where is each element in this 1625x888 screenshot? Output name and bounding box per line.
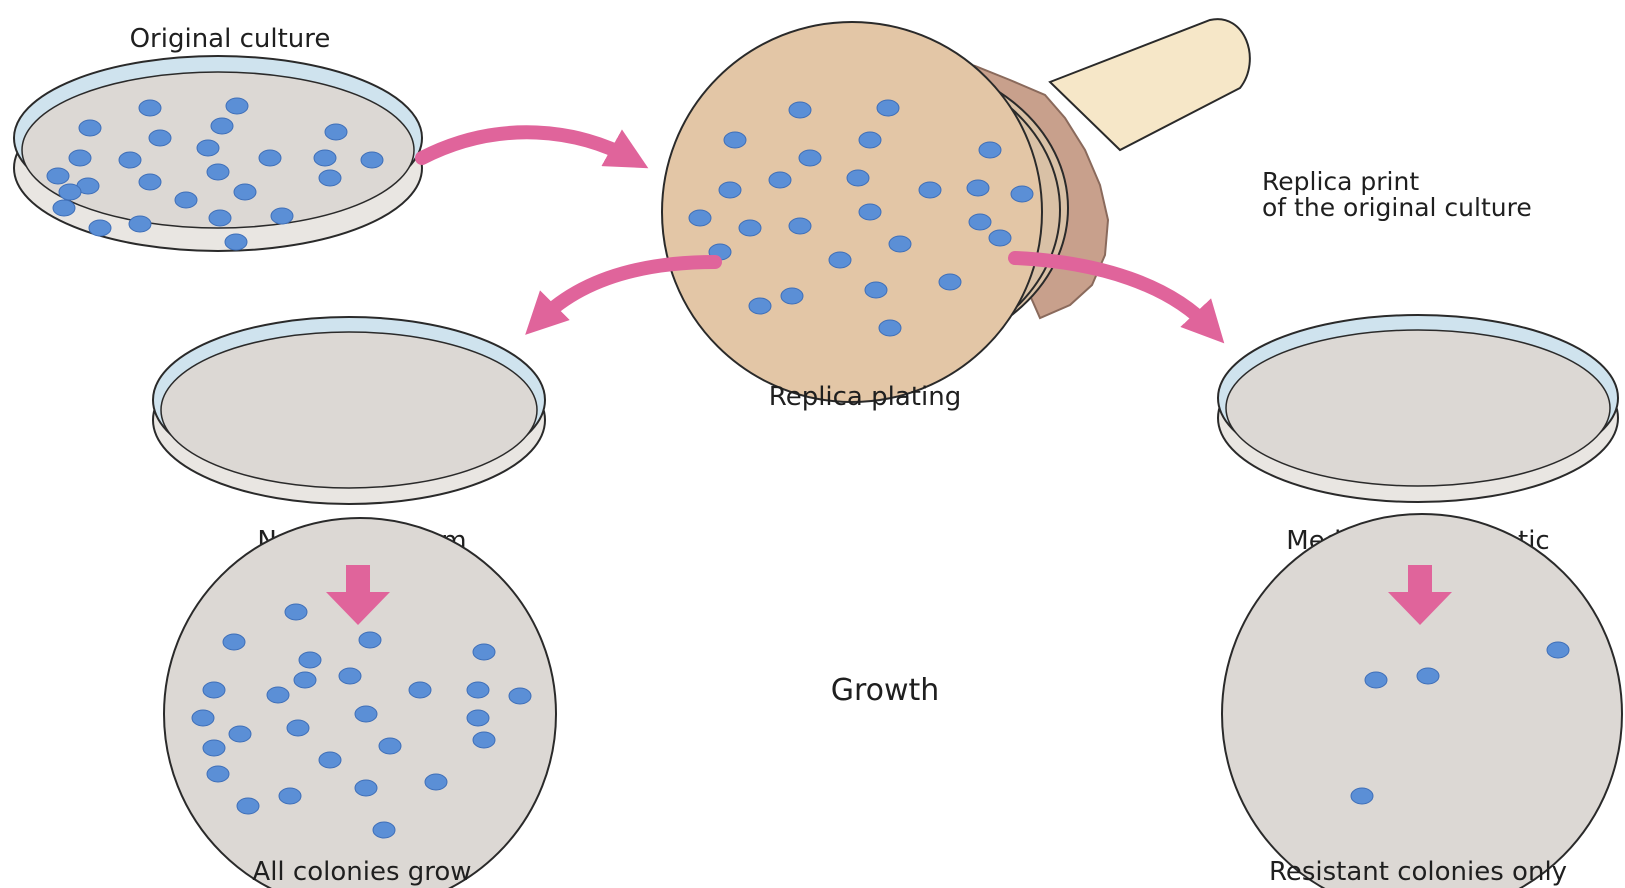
label-all-colonies-grow: All colonies grow	[252, 857, 471, 887]
colony-icon	[473, 732, 495, 748]
colony-icon	[373, 822, 395, 838]
colony-icon	[149, 130, 171, 146]
colony-icon	[689, 210, 711, 226]
label-replica-plating: Replica plating	[769, 382, 961, 412]
original-culture-dish	[14, 56, 422, 251]
colony-icon	[769, 172, 791, 188]
colony-icon	[919, 182, 941, 198]
colony-icon	[473, 644, 495, 660]
colony-icon	[139, 100, 161, 116]
colony-icon	[969, 214, 991, 230]
colony-icon	[79, 120, 101, 136]
colony-icon	[847, 170, 869, 186]
colony-icon	[89, 220, 111, 236]
colony-icon	[467, 710, 489, 726]
colony-icon	[209, 210, 231, 226]
colony-icon	[279, 788, 301, 804]
colony-icon	[355, 780, 377, 796]
normal-medium-dish	[153, 317, 545, 504]
colony-icon	[192, 710, 214, 726]
colony-icon	[939, 274, 961, 290]
colony-icon	[355, 706, 377, 722]
colony-icon	[207, 164, 229, 180]
colony-icon	[237, 798, 259, 814]
colony-icon	[325, 124, 347, 140]
colony-icon	[379, 738, 401, 754]
colony-icon	[197, 140, 219, 156]
colony-icon	[724, 132, 746, 148]
colony-icon	[319, 170, 341, 186]
colony-icon	[1417, 668, 1439, 684]
colony-icon	[359, 632, 381, 648]
colony-icon	[47, 168, 69, 184]
colony-icon	[119, 152, 141, 168]
colony-icon	[989, 230, 1011, 246]
colony-icon	[889, 236, 911, 252]
colony-icon	[361, 152, 383, 168]
colony-icon	[789, 102, 811, 118]
colony-icon	[829, 252, 851, 268]
colony-icon	[719, 182, 741, 198]
colony-icon	[749, 298, 771, 314]
colony-icon	[314, 150, 336, 166]
label-original-culture: Original culture	[130, 24, 331, 54]
colony-icon	[203, 682, 225, 698]
colony-icon	[409, 682, 431, 698]
colony-icon	[234, 184, 256, 200]
antibiotic-medium-dish	[1218, 315, 1618, 502]
colony-icon	[259, 150, 281, 166]
colony-icon	[129, 216, 151, 232]
colony-icon	[226, 98, 248, 114]
stamp-handle	[1050, 19, 1250, 150]
colony-icon	[319, 752, 341, 768]
colony-icon	[287, 720, 309, 736]
colony-icon	[267, 687, 289, 703]
colony-icon	[967, 180, 989, 196]
colony-icon	[425, 774, 447, 790]
colony-icon	[509, 688, 531, 704]
colony-icon	[859, 204, 881, 220]
label-growth: Growth	[831, 673, 940, 708]
colony-icon	[781, 288, 803, 304]
label-replica-print-1: Replica print	[1262, 167, 1419, 196]
colony-icon	[299, 652, 321, 668]
velvet-stamp	[662, 19, 1250, 402]
colony-icon	[859, 132, 881, 148]
colony-icon	[294, 672, 316, 688]
colony-icon	[59, 184, 81, 200]
colony-icon	[223, 634, 245, 650]
colony-icon	[865, 282, 887, 298]
colony-icon	[799, 150, 821, 166]
colony-icon	[139, 174, 161, 190]
colony-icon	[271, 208, 293, 224]
colony-icon	[467, 682, 489, 698]
colony-icon	[225, 234, 247, 250]
colony-icon	[211, 118, 233, 134]
arrow-to-stamp	[422, 132, 630, 158]
colony-icon	[789, 218, 811, 234]
colony-icon	[877, 100, 899, 116]
colony-icon	[739, 220, 761, 236]
colony-icon	[1011, 186, 1033, 202]
colony-icon	[1351, 788, 1373, 804]
colony-icon	[203, 740, 225, 756]
colony-icon	[339, 668, 361, 684]
colony-icon	[53, 200, 75, 216]
colony-icon	[979, 142, 1001, 158]
colony-icon	[1365, 672, 1387, 688]
colony-icon	[879, 320, 901, 336]
colony-icon	[285, 604, 307, 620]
colony-icon	[69, 150, 91, 166]
colony-icon	[175, 192, 197, 208]
label-replica-print-2: of the original culture	[1262, 193, 1532, 222]
colony-icon	[207, 766, 229, 782]
colony-icon	[229, 726, 251, 742]
colony-icon	[1547, 642, 1569, 658]
label-resistant-colonies-only: Resistant colonies only	[1269, 857, 1567, 887]
